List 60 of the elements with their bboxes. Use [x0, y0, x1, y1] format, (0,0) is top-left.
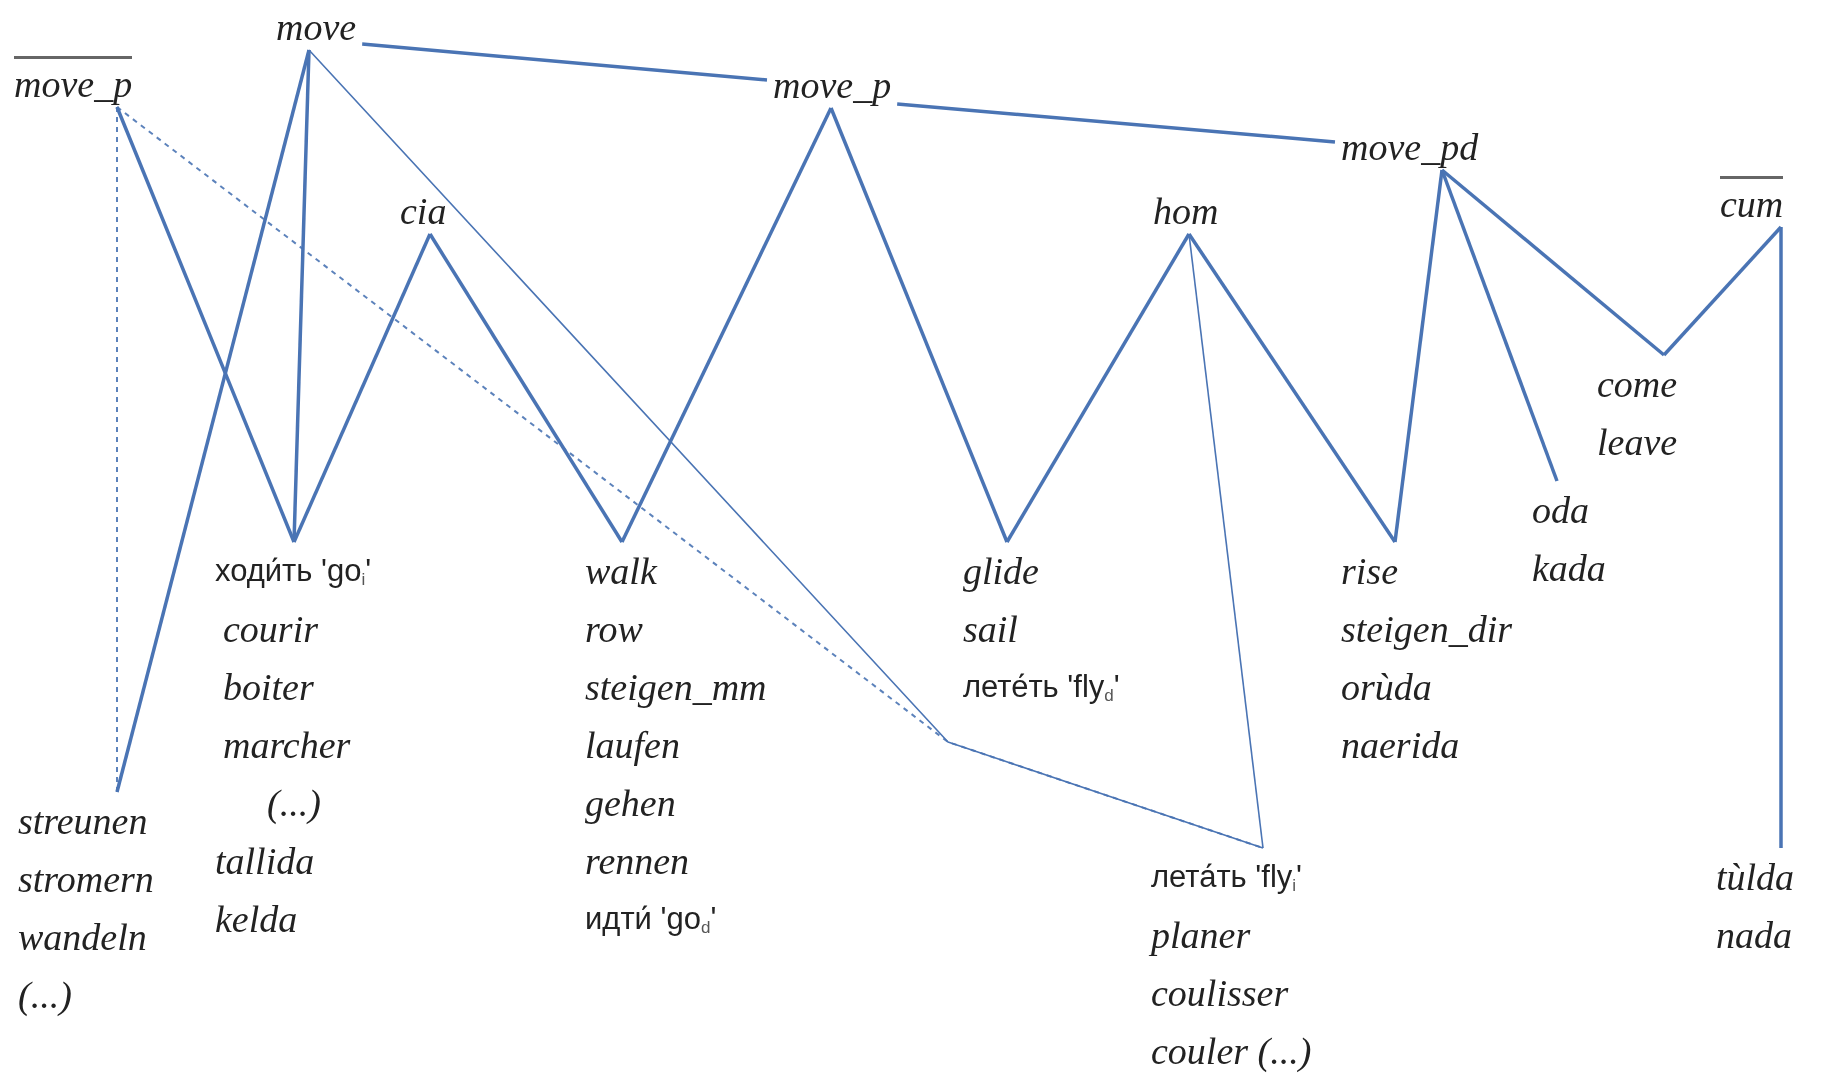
- word-label: naerida: [1341, 723, 1460, 768]
- lattice-line: [1187, 233, 1397, 543]
- lattice-line: [1779, 227, 1783, 848]
- word-label: идти́ 'go$_{d}$': [585, 900, 717, 940]
- word-label: steigen_mm: [585, 665, 767, 710]
- word-label: gehen: [585, 781, 676, 826]
- word-label: stromern: [18, 857, 154, 902]
- word-label: boiter: [223, 665, 314, 710]
- lattice-line: [620, 107, 833, 543]
- concept-label: move_p: [14, 56, 133, 107]
- lattice-line: [897, 102, 1336, 144]
- lattice-line: [428, 233, 624, 543]
- lattice-line: [1005, 233, 1191, 543]
- word-label: marcher: [223, 723, 351, 768]
- lattice-line: [362, 42, 768, 82]
- lattice-line: [1393, 169, 1444, 543]
- word-label: leave: [1597, 420, 1678, 465]
- lattice-line: [292, 233, 432, 543]
- word-label: orùda: [1341, 665, 1432, 710]
- word-label: oda: [1532, 488, 1589, 533]
- word-label: row: [585, 607, 643, 652]
- concept-label: move_p: [773, 62, 892, 108]
- concept-label: move: [276, 4, 357, 50]
- lattice-line: [1662, 225, 1783, 357]
- word-label: rise: [1341, 549, 1398, 594]
- concept-label: hom: [1153, 188, 1219, 234]
- word-label: steigen_dir: [1341, 607, 1512, 652]
- word-label: sail: [963, 607, 1018, 652]
- word-label: coulisser: [1151, 971, 1289, 1016]
- lattice-line: [115, 106, 296, 543]
- word-label: kada: [1532, 546, 1606, 591]
- lattice-line: [1440, 168, 1666, 357]
- word-label: glide: [963, 549, 1039, 594]
- lattice-line: [308, 49, 1264, 849]
- word-label: planer: [1151, 913, 1251, 958]
- word-label: nada: [1716, 913, 1792, 958]
- lattice-line: [1188, 233, 1264, 849]
- lattice-line: [1440, 169, 1559, 482]
- lattice-line: [115, 49, 311, 793]
- word-label: ходи́ть 'go$_{i}$': [215, 552, 372, 592]
- word-label: tùlda: [1716, 855, 1795, 900]
- word-label: come: [1597, 362, 1678, 407]
- word-label: (...): [267, 781, 321, 826]
- concept-label: cum: [1720, 176, 1784, 227]
- word-label: (...): [18, 973, 72, 1018]
- word-label: kelda: [215, 897, 298, 942]
- word-label: rennen: [585, 839, 690, 884]
- word-label: streunen: [18, 799, 148, 844]
- word-label: wandeln: [18, 915, 147, 960]
- word-label: courir: [223, 607, 318, 652]
- lattice-line: [829, 107, 1009, 543]
- word-label: walk: [585, 549, 657, 594]
- concept-label: cia: [400, 188, 447, 234]
- word-label: couler (...): [1151, 1029, 1312, 1074]
- word-label: лета́ть 'fly$_{i}$': [1151, 858, 1302, 898]
- concept-label: move_pd: [1341, 124, 1479, 170]
- word-label: laufen: [585, 723, 680, 768]
- word-label: tallida: [215, 839, 315, 884]
- lattice-line: [116, 106, 118, 793]
- word-label: лете́ть 'fly$_{d}$': [963, 668, 1120, 708]
